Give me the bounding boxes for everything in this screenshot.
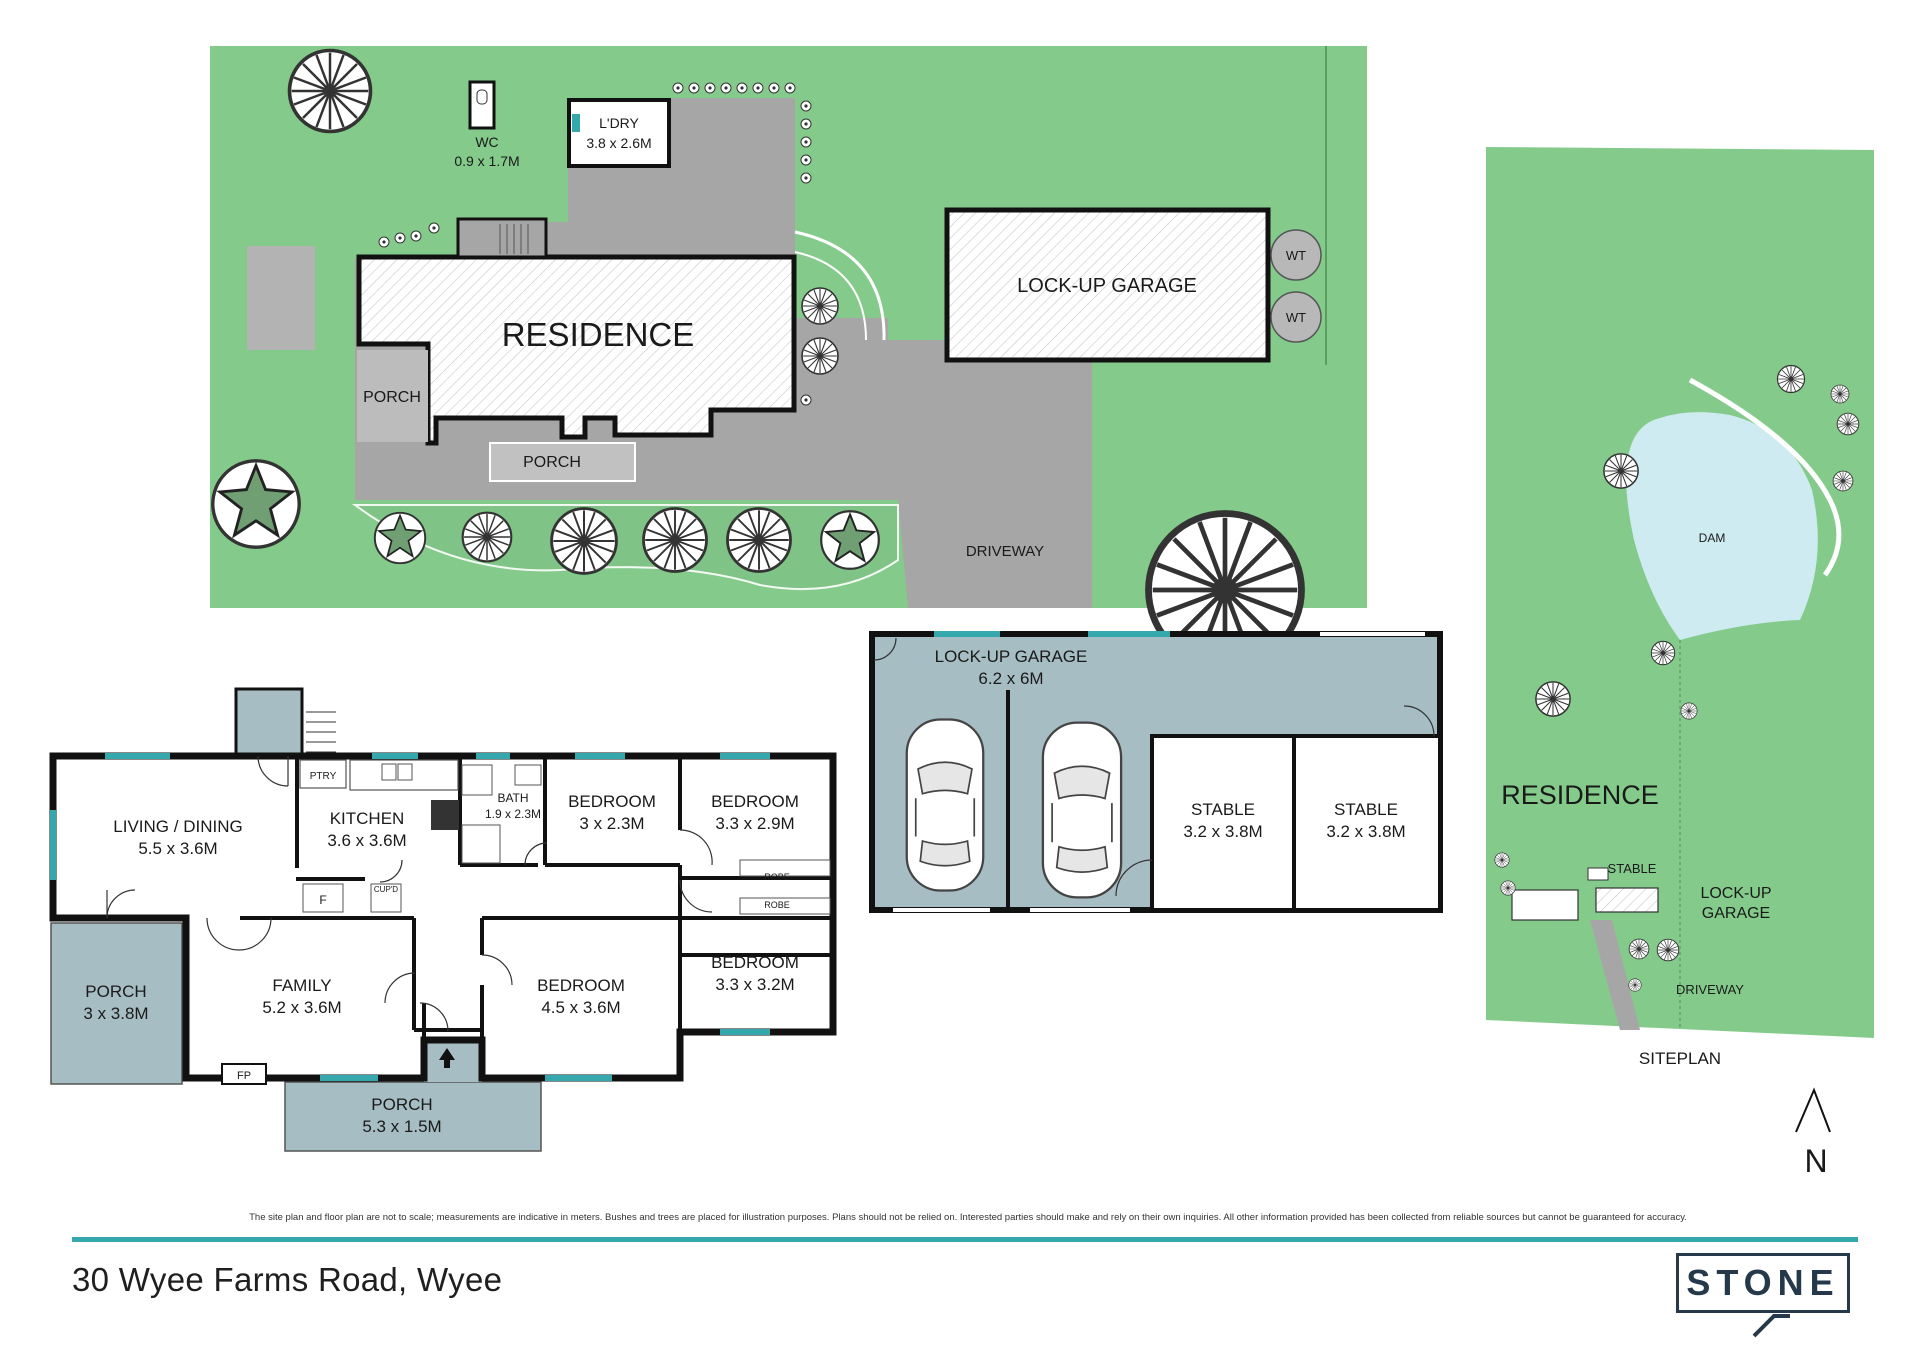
water-tank-1	[1270, 229, 1322, 281]
kitchen-size: 3.6 x 3.6M	[327, 831, 406, 850]
north-arrow-icon	[1795, 1087, 1831, 1133]
porch-side	[50, 922, 183, 1085]
car-icon	[905, 718, 985, 892]
bath-size: 1.9 x 2.3M	[485, 807, 541, 821]
side-slab	[247, 246, 315, 350]
bedroom-3-size: 4.5 x 3.6M	[541, 998, 620, 1017]
north-label: N	[1804, 1143, 1827, 1179]
brand-logo: STONE	[1676, 1253, 1850, 1313]
bedroom-2-label: BEDROOM	[711, 792, 799, 811]
porch-side-size: 3 x 3.8M	[83, 1004, 148, 1023]
garage-label: LOCK-UP GARAGE	[1017, 275, 1197, 297]
laundry-size: 3.8 x 2.6M	[586, 135, 651, 151]
garage-footprint	[944, 207, 1271, 363]
garage-plan-label: LOCK-UP GARAGE	[935, 647, 1088, 666]
logo-tail-icon	[1752, 1314, 1790, 1338]
bedroom-4-size: 3.3 x 3.2M	[715, 975, 794, 994]
overview-driveway-label: DRIVEWAY	[1676, 982, 1744, 997]
water-tank-2-label: WT	[1286, 310, 1306, 325]
family-label: FAMILY	[272, 976, 331, 995]
porch-left-label: PORCH	[363, 389, 421, 406]
living-dining-label: LIVING / DINING	[113, 817, 242, 836]
laundry-label: L'DRY	[599, 115, 639, 131]
porch-side-label: PORCH	[85, 982, 146, 1001]
robe-1-label: ROBE	[764, 872, 790, 882]
kitchen-label: KITCHEN	[330, 809, 405, 828]
porch-front-size: 5.3 x 1.5M	[362, 1117, 441, 1136]
garage-plan: LOCK-UP GARAGE 6.2 x 6M STABLE 3.2 x 3.8…	[869, 631, 1443, 913]
stable-1-size: 3.2 x 3.8M	[1183, 822, 1262, 841]
overview-garage-label-1: LOCK-UP	[1700, 885, 1771, 902]
family-size: 5.2 x 3.6M	[262, 998, 341, 1017]
cupboard-label: CUP'D	[374, 885, 398, 894]
bedroom-2-size: 3.3 x 2.9M	[715, 814, 794, 833]
driveway-label: DRIVEWAY	[966, 543, 1044, 560]
overview-garage-label-2: GARAGE	[1702, 905, 1770, 922]
floor-plan: PTRY F CUP'D FP LIVING / DINING 5.5 x 3.…	[49, 687, 837, 1152]
car-icon	[1041, 721, 1123, 899]
dam	[1626, 412, 1818, 640]
overview-stable-label: STABLE	[1608, 861, 1657, 876]
bedroom-1-label: BEDROOM	[568, 792, 656, 811]
overview-residence-label: RESIDENCE	[1501, 780, 1659, 810]
water-tank-1-label: WT	[1286, 248, 1306, 263]
bedroom-3-label: BEDROOM	[537, 976, 625, 995]
dam-label: DAM	[1699, 531, 1726, 545]
fridge-label: F	[319, 893, 326, 907]
laundry-room	[567, 98, 671, 168]
porch-front	[284, 1081, 542, 1152]
stable-1	[1150, 734, 1296, 912]
entry-arrow-icon	[439, 1048, 455, 1068]
top-siteplan: WC 0.9 x 1.7M L'DRY 3.8 x 2.6M RESIDENCE…	[210, 46, 1367, 667]
bath-label: BATH	[497, 791, 528, 805]
stable-1-label: STABLE	[1191, 800, 1255, 819]
wc-room	[468, 80, 496, 130]
stairs-icon	[234, 687, 304, 757]
fireplace-label: FP	[237, 1070, 251, 1082]
property-address: 30 Wyee Farms Road, Wyee	[72, 1261, 503, 1298]
wc-size: 0.9 x 1.7M	[454, 153, 519, 169]
siteplan-label: SITEPLAN	[1639, 1049, 1721, 1068]
pantry-label: PTRY	[310, 771, 337, 782]
disclaimer: The site plan and floor plan are not to …	[249, 1212, 1687, 1223]
wc-label: WC	[475, 134, 498, 150]
brand-name: STONE	[1686, 1262, 1840, 1303]
water-tank-2	[1270, 291, 1322, 343]
porch-front-label: PORCH	[523, 454, 581, 471]
porch-front-label: PORCH	[371, 1095, 432, 1114]
residence-label: RESIDENCE	[502, 316, 695, 353]
garage-plan-size: 6.2 x 6M	[978, 669, 1043, 688]
robe-2-label: ROBE	[764, 900, 790, 910]
site-overview: DAM RESIDENCE STABLE LOCK-UP GARAGE DRIV…	[1486, 147, 1874, 1179]
stable-2	[1292, 734, 1442, 912]
stable-2-label: STABLE	[1334, 800, 1398, 819]
bedroom-4-label: BEDROOM	[711, 953, 799, 972]
footer-rule	[72, 1237, 1858, 1242]
bedroom-1-size: 3 x 2.3M	[579, 814, 644, 833]
living-dining-size: 5.5 x 3.6M	[138, 839, 217, 858]
stable-2-size: 3.2 x 3.8M	[1326, 822, 1405, 841]
